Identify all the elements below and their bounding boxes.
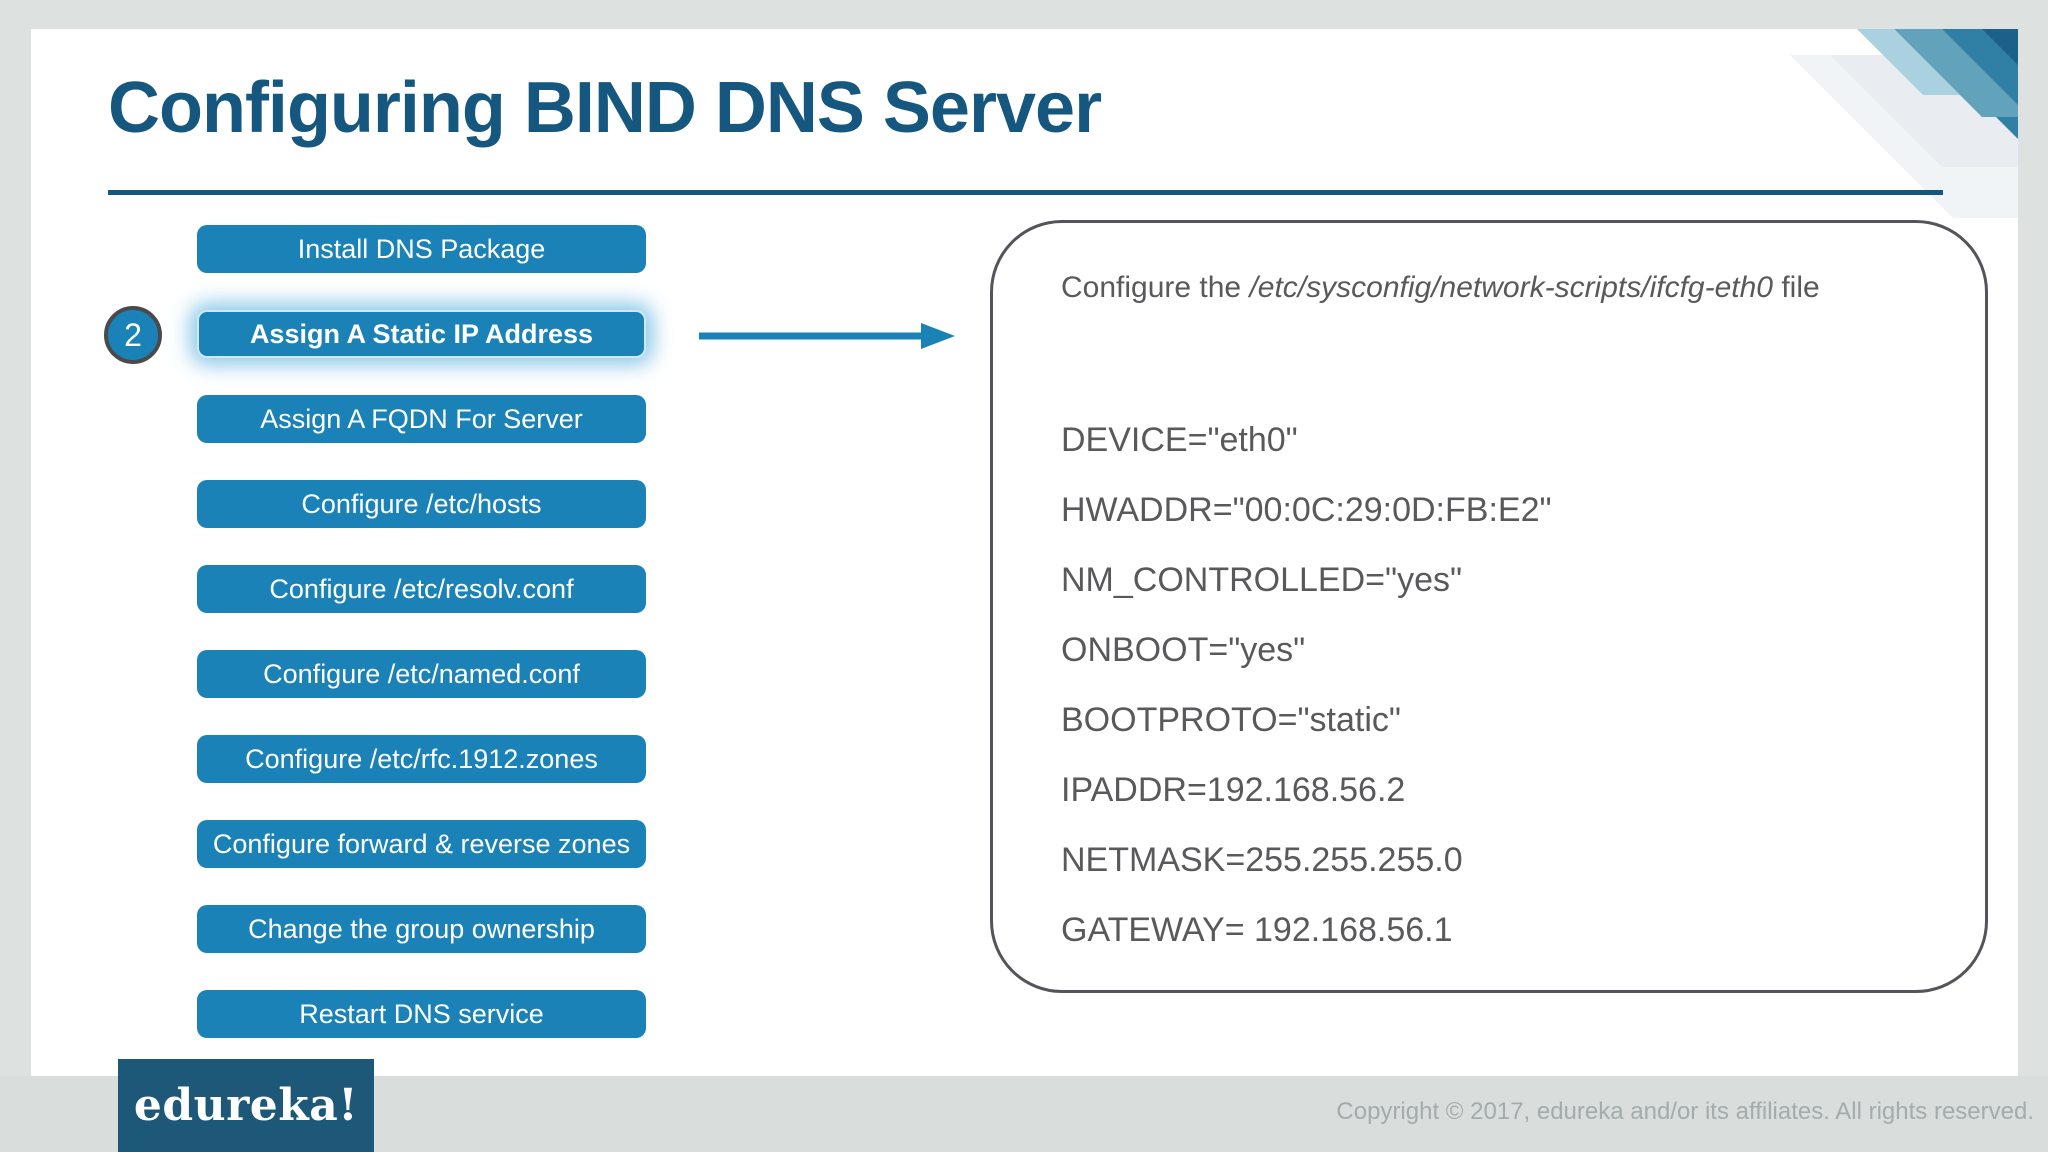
step-button-2[interactable]: Assign A Static IP Address <box>197 310 646 358</box>
step-button-5[interactable]: Configure /etc/resolv.conf <box>197 565 646 613</box>
slide: Configuring BIND DNS Server 2 Install DN… <box>31 29 2018 1076</box>
step-button-7[interactable]: Configure /etc/rfc.1912.zones <box>197 735 646 783</box>
panel-heading-suffix: file <box>1772 271 1820 304</box>
config-line: DEVICE="eth0" <box>1061 421 1298 459</box>
step-button-9[interactable]: Change the group ownership <box>197 905 646 953</box>
step-button-4[interactable]: Configure /etc/hosts <box>197 480 646 528</box>
config-line: GATEWAY= 192.168.56.1 <box>1061 911 1453 949</box>
config-line: NETMASK=255.255.255.0 <box>1061 841 1463 879</box>
config-line: IPADDR=192.168.56.2 <box>1061 771 1406 809</box>
title-divider <box>108 190 1943 195</box>
copyright-text: Copyright © 2017, edureka and/or its aff… <box>1336 1098 2034 1125</box>
active-step-number: 2 <box>124 316 142 353</box>
config-line: BOOTPROTO="static" <box>1061 701 1401 739</box>
panel-heading-prefix: Configure the <box>1061 271 1250 304</box>
edureka-logo: edureka! <box>118 1059 374 1152</box>
active-step-badge: 2 <box>104 306 162 364</box>
step-button-1[interactable]: Install DNS Package <box>197 225 646 273</box>
config-line: HWADDR="00:0C:29:0D:FB:E2" <box>1061 491 1552 529</box>
page-title: Configuring BIND DNS Server <box>108 68 1102 148</box>
step-button-10[interactable]: Restart DNS service <box>197 990 646 1038</box>
config-file-path: /etc/sysconfig/network-scripts/ifcfg-eth… <box>1249 271 1773 304</box>
config-panel: Configure the /etc/sysconfig/network-scr… <box>990 220 1988 993</box>
panel-heading: Configure the /etc/sysconfig/network-scr… <box>1061 271 1820 305</box>
flow-arrow <box>699 323 955 349</box>
config-line: NM_CONTROLLED="yes" <box>1061 561 1463 599</box>
edureka-logo-text: edureka! <box>133 1080 359 1131</box>
step-button-3[interactable]: Assign A FQDN For Server <box>197 395 646 443</box>
step-button-8[interactable]: Configure forward & reverse zones <box>197 820 646 868</box>
step-button-6[interactable]: Configure /etc/named.conf <box>197 650 646 698</box>
config-line: ONBOOT="yes" <box>1061 631 1306 669</box>
config-lines: DEVICE="eth0" HWADDR="00:0C:29:0D:FB:E2" N… <box>1061 405 1552 965</box>
